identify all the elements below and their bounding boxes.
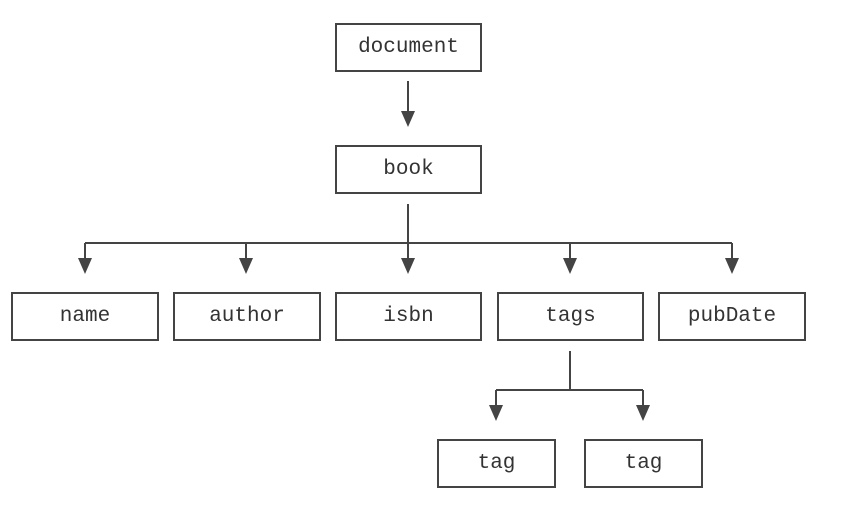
node-name: name (11, 292, 159, 341)
node-book: book (335, 145, 482, 194)
node-pubdate: pubDate (658, 292, 806, 341)
node-tags: tags (497, 292, 644, 341)
arrowhead-author (239, 258, 253, 274)
node-isbn: isbn (335, 292, 482, 341)
arrowhead-tag2 (636, 405, 650, 421)
arrowhead-pubdate (725, 258, 739, 274)
arrowhead-tags (563, 258, 577, 274)
node-tag-1: tag (437, 439, 556, 488)
arrowhead-tag1 (489, 405, 503, 421)
node-tag-2: tag (584, 439, 703, 488)
arrowhead-name (78, 258, 92, 274)
node-document: document (335, 23, 482, 72)
node-author: author (173, 292, 321, 341)
arrowhead-isbn (401, 258, 415, 274)
arrowhead-book (401, 111, 415, 127)
